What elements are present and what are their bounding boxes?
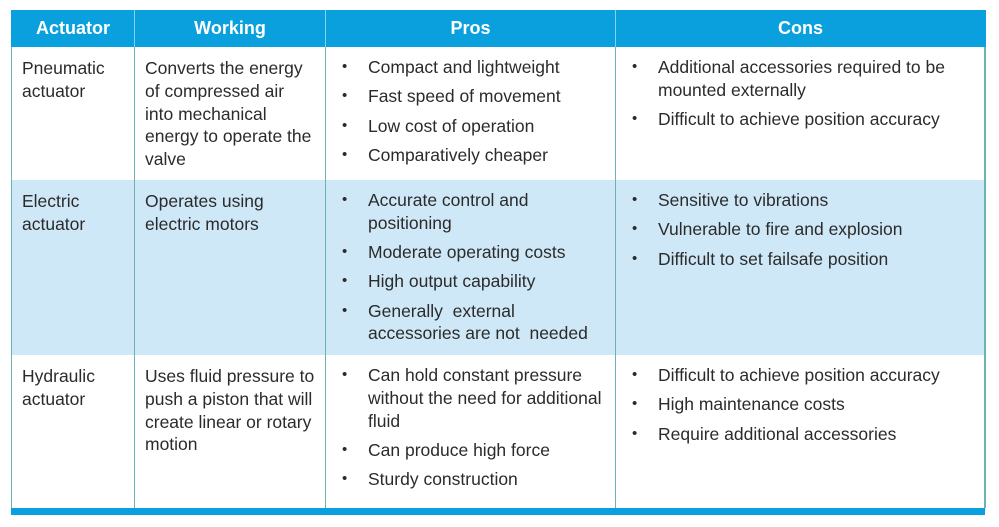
bullet-icon: •	[342, 243, 348, 261]
pros-item: • Sturdy construction	[326, 468, 607, 491]
bullet-icon: •	[342, 470, 348, 488]
pros-item: • Fast speed of movement	[326, 85, 607, 108]
bullet-icon: •	[632, 424, 638, 442]
bullet-icon: •	[632, 220, 638, 238]
pros-list: • Accurate control and positioning • Moder…	[326, 180, 615, 345]
cell-actuator: Hydraulic actuator	[11, 355, 135, 508]
pros-item-text: High output capability	[368, 271, 536, 292]
cons-list: • Sensitive to vibrations • Vulnerable to …	[616, 180, 985, 270]
table-header: Actuator Working Pros Cons	[11, 10, 986, 47]
pros-item-text: Can produce high force	[368, 439, 550, 460]
cell-cons: •Difficult to achieve position accuracy …	[615, 355, 986, 508]
cell-actuator: Electric actuator	[11, 180, 135, 355]
pros-item-text: Low cost of operation	[368, 115, 535, 136]
cons-item-text: Sensitive to vibrations	[658, 190, 829, 210]
pros-item-text: Compact and lightweight	[368, 57, 560, 77]
pros-item: • Accurate control and positioning	[326, 189, 607, 235]
cell-working: Operates using electric motors	[134, 180, 326, 355]
cons-list: • Additional accessories required to be m…	[616, 47, 985, 131]
cell-working: Converts the energy of compressed air in…	[134, 47, 326, 180]
pros-item-text: Sturdy construction	[368, 469, 518, 490]
pros-item: • Comparatively cheaper	[326, 144, 607, 167]
pros-item: • Low cost of operation	[326, 115, 607, 138]
table-row-electric: Electric actuator Operates using electri…	[11, 180, 986, 355]
cons-item-text: Additional accessories required to be mo…	[658, 57, 945, 100]
bullet-icon: •	[632, 191, 638, 208]
cons-item: • Vulnerable to fire and explosion	[616, 218, 977, 241]
bullet-icon: •	[342, 87, 348, 105]
bullet-icon: •	[632, 366, 638, 383]
cons-item-text: Vulnerable to fire and explosion	[658, 219, 903, 240]
cons-item: • Difficult to achieve position accuracy	[616, 364, 977, 387]
working-description: Uses fluid pressure to push a piston tha…	[145, 366, 315, 455]
cell-pros: • Compact and lightweight • Fast speed of …	[325, 47, 616, 180]
actuator-comparison-table: Actuator Working Pros Cons Pneumatic act…	[11, 10, 986, 508]
cons-item: • Difficult to set failsafe position	[616, 248, 977, 271]
cons-item-text: Difficult to achieve position accuracy	[658, 109, 940, 130]
working-description: Operates using electric motors	[145, 191, 264, 234]
cell-cons: • Additional accessories required to be m…	[615, 47, 986, 180]
bullet-icon: •	[342, 440, 348, 458]
cons-item-text: Difficult to set failsafe position	[658, 248, 889, 269]
bullet-icon: •	[632, 249, 638, 267]
bullet-icon: •	[632, 110, 638, 128]
cell-pros: • Can hold constant pressure without the …	[325, 355, 616, 508]
pros-item: • Generally external accessories are not …	[326, 300, 607, 346]
bullet-icon: •	[342, 272, 348, 290]
cons-item: • Require additional accessories	[616, 423, 977, 446]
bullet-icon: •	[342, 366, 348, 383]
pros-item: • Moderate operating costs	[326, 241, 607, 264]
pros-item-text: Comparatively cheaper	[368, 144, 548, 165]
table-right-border	[984, 47, 985, 508]
header-pros: Pros	[325, 10, 616, 47]
actuator-name: Hydraulic actuator	[22, 366, 95, 409]
pros-item-text: Moderate operating costs	[368, 242, 566, 263]
header-row: Actuator Working Pros Cons	[11, 10, 986, 47]
bullet-icon: •	[342, 116, 348, 134]
actuator-name: Electric actuator	[22, 191, 86, 234]
bullet-icon: •	[632, 58, 638, 75]
cons-item-text: High maintenance costs	[658, 394, 845, 415]
cons-item: • Sensitive to vibrations	[616, 189, 977, 212]
header-actuator: Actuator	[11, 10, 135, 47]
bullet-icon: •	[342, 58, 348, 75]
cons-item: • High maintenance costs	[616, 393, 977, 416]
header-cons: Cons	[615, 10, 986, 47]
header-working: Working	[134, 10, 326, 47]
bullet-icon: •	[342, 191, 348, 208]
pros-item-text: Can hold constant pressure without the n…	[368, 365, 602, 431]
table-body: Pneumatic actuator Converts the energy o…	[11, 47, 986, 508]
cons-item: • Additional accessories required to be m…	[616, 56, 977, 102]
table-row-pneumatic: Pneumatic actuator Converts the energy o…	[11, 47, 986, 180]
pros-list: • Can hold constant pressure without the …	[326, 355, 615, 491]
cell-pros: • Accurate control and positioning • Moder…	[325, 180, 616, 355]
pros-list: • Compact and lightweight • Fast speed of …	[326, 47, 615, 167]
pros-item: • Can produce high force	[326, 439, 607, 462]
pros-item-text: Fast speed of movement	[368, 86, 561, 107]
pros-item: • High output capability	[326, 270, 607, 293]
comparison-table-container: Actuator Working Pros Cons Pneumatic act…	[11, 10, 986, 508]
bullet-icon: •	[632, 395, 638, 413]
pros-item: • Can hold constant pressure without the …	[326, 364, 607, 432]
actuator-name: Pneumatic actuator	[22, 58, 105, 101]
bullet-icon: •	[342, 145, 348, 163]
cons-item-text: Require additional accessories	[658, 423, 897, 444]
table-left-border	[11, 47, 12, 508]
cell-cons: • Sensitive to vibrations • Vulnerable to …	[615, 180, 986, 355]
table-row-hydraulic: Hydraulic actuator Uses fluid pressure t…	[11, 355, 986, 508]
cell-working: Uses fluid pressure to push a piston tha…	[134, 355, 326, 508]
bullet-icon: •	[342, 301, 348, 319]
cell-actuator: Pneumatic actuator	[11, 47, 135, 180]
working-description: Converts the energy of compressed air in…	[145, 58, 312, 170]
pros-item-text: Accurate control and positioning	[368, 190, 529, 233]
table-bottom-bar	[11, 508, 985, 515]
cons-item-text: Difficult to achieve position accuracy	[658, 365, 940, 385]
pros-item-text: Generally external accessories are not n…	[368, 300, 588, 344]
pros-item: • Compact and lightweight	[326, 56, 607, 79]
cons-item: • Difficult to achieve position accuracy	[616, 108, 977, 131]
cons-list: •Difficult to achieve position accuracy …	[616, 355, 985, 445]
